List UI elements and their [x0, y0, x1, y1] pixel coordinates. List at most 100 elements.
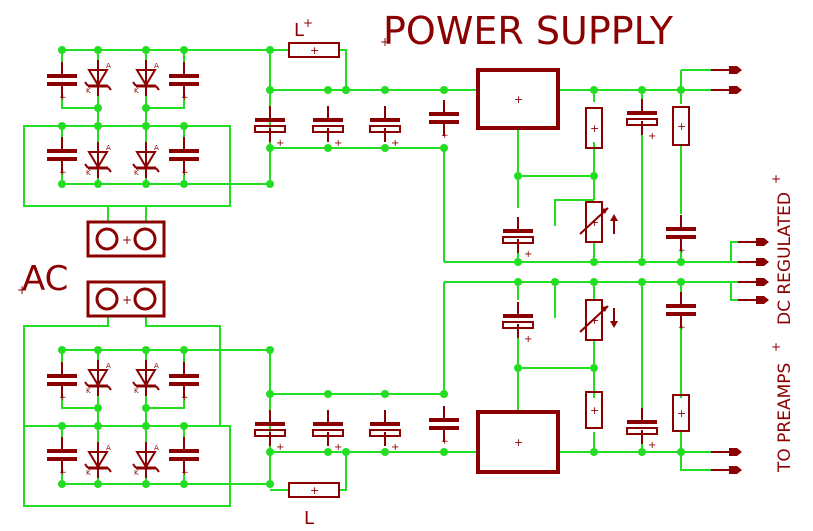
wire — [270, 282, 445, 395]
diode: AK — [84, 142, 112, 178]
junction-dot — [590, 258, 598, 266]
connector-body — [86, 280, 166, 318]
junction-dot — [590, 172, 598, 180]
trimmer-potentiometer: + — [579, 299, 618, 341]
polarity-mark: + — [441, 131, 449, 141]
polarity-mark: + — [590, 314, 599, 327]
inductor: + — [288, 482, 340, 498]
connector-body — [86, 220, 166, 258]
connector-pin — [95, 227, 119, 251]
diode-bar-tip — [155, 85, 160, 91]
diode-cathode-mark: K — [86, 87, 91, 95]
junction-dot — [342, 86, 350, 94]
output-terminal — [711, 466, 742, 474]
wire — [23, 316, 109, 426]
junction-dot — [590, 278, 598, 286]
title-plus-mark: + — [380, 35, 390, 49]
junction-dot — [381, 448, 389, 456]
wire — [23, 125, 231, 207]
junction-dot — [58, 180, 66, 188]
wire — [338, 49, 478, 91]
diode-bar-tip — [107, 467, 112, 473]
junction-dot — [551, 278, 559, 286]
diode-triangle — [87, 369, 109, 387]
polarity-mark: + — [59, 168, 67, 178]
capacitor-plate — [626, 427, 658, 435]
junction-dot — [58, 46, 66, 54]
junctions-layer — [58, 46, 685, 488]
polarity-mark: + — [678, 246, 686, 256]
wire — [146, 394, 185, 409]
junction-dot — [324, 390, 332, 398]
capacitor: + — [429, 406, 459, 447]
junction-dot — [142, 346, 150, 354]
capacitor: + — [47, 137, 77, 178]
capacitor-plate — [502, 236, 534, 244]
polarity-mark: + — [391, 442, 399, 453]
connector-pin — [133, 227, 157, 251]
diode-triangle — [87, 451, 109, 469]
junction-dot — [266, 448, 274, 456]
junction-dot — [324, 448, 332, 456]
wire — [61, 394, 98, 409]
polarity-mark: + — [59, 393, 67, 403]
resistor: + — [672, 394, 690, 432]
inductor-body — [288, 482, 340, 498]
junction-dot — [440, 390, 448, 398]
junction-dot — [266, 86, 274, 94]
diode: AK — [84, 360, 112, 396]
wire — [554, 199, 594, 226]
diode-anode-mark: A — [154, 144, 159, 152]
wire — [145, 316, 221, 426]
connector-pin — [133, 287, 157, 311]
resistor-body — [672, 394, 690, 432]
to-preamps-plus: + — [769, 342, 783, 352]
junction-dot — [58, 480, 66, 488]
to-preamps-label: TO PREAMPS — [775, 363, 795, 473]
inductor-body — [288, 42, 340, 58]
junction-dot — [381, 144, 389, 152]
regulator-body — [476, 410, 560, 474]
potentiometer-wiper — [579, 305, 609, 333]
capacitor: + — [169, 62, 199, 103]
capacitor: + — [47, 362, 77, 403]
components-layer: ++++AKAKAKAK++++++++++++++++AKAKAKAK++++… — [47, 42, 769, 498]
junction-dot — [94, 122, 102, 130]
junction-dot — [180, 180, 188, 188]
capacitor: + — [666, 292, 696, 333]
junction-dot — [440, 144, 448, 152]
diode-triangle — [135, 369, 157, 387]
diode-bar-tip — [84, 81, 89, 87]
polarity-mark: + — [677, 407, 686, 420]
diode: AK — [84, 60, 112, 96]
polarity-mark: + — [648, 131, 656, 142]
diode-anode-mark: A — [106, 444, 111, 452]
junction-dot — [677, 258, 685, 266]
output-terminal — [711, 448, 742, 456]
potentiometer-body — [585, 201, 603, 243]
junction-dot — [266, 390, 274, 398]
polarity-mark: + — [590, 122, 599, 135]
potentiometer-body — [585, 299, 603, 341]
inductor-top-plus: + — [303, 16, 313, 30]
diode-cathode-mark: K — [134, 87, 139, 95]
junction-dot — [180, 122, 188, 130]
diode-cathode-mark: K — [134, 169, 139, 177]
junction-dot — [266, 480, 274, 488]
diode-bar-tip — [132, 81, 137, 87]
electrolytic-capacitor: + — [312, 106, 344, 149]
capacitor-plate — [369, 125, 401, 133]
terminal-pin — [729, 448, 742, 456]
capacitor: + — [169, 362, 199, 403]
wire — [338, 452, 347, 491]
inductor-top-label: L — [294, 20, 304, 41]
terminal-pin — [756, 296, 769, 304]
diode: AK — [132, 442, 160, 478]
diode-cathode-mark: K — [86, 169, 91, 177]
junction-dot — [266, 144, 274, 152]
electrolytic-capacitor: + — [254, 410, 286, 453]
polarity-mark: + — [590, 216, 599, 229]
electrolytic-capacitor: + — [626, 99, 658, 142]
polarity-mark: + — [648, 440, 656, 451]
